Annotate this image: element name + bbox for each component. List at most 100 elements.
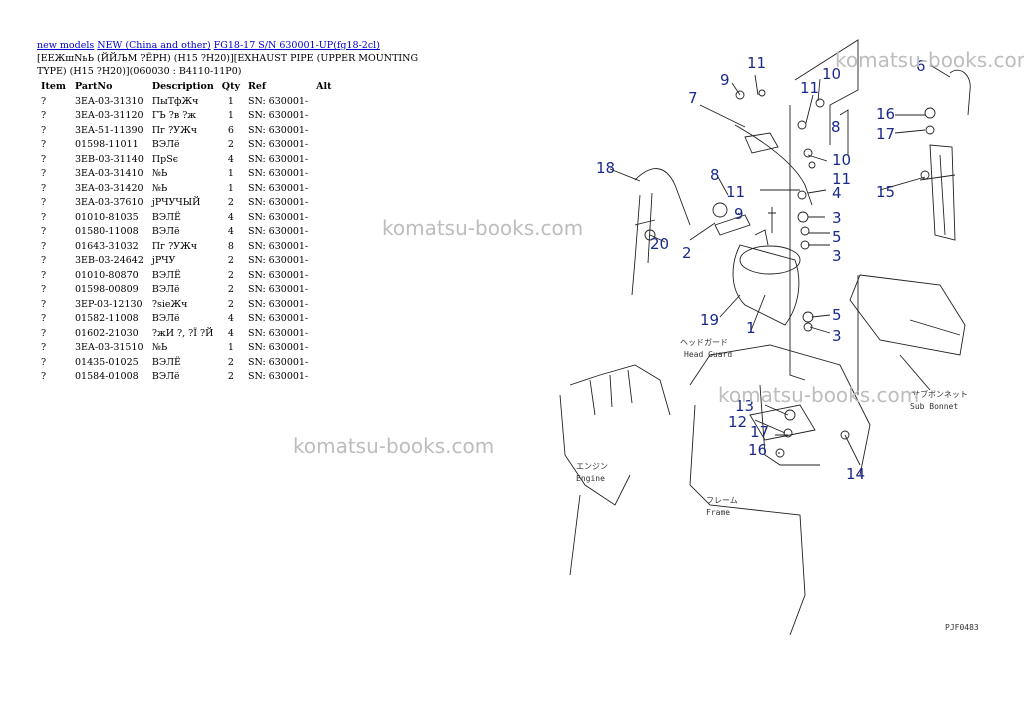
parts-table: Item PartNo Description Qty Ref Alt ?3EA… (37, 80, 336, 384)
cell-qty: 4 (227, 313, 234, 325)
cell-qty: 2 (227, 139, 234, 151)
callout-11d: 11 (726, 183, 745, 201)
breadcrumb: new models NEW (China and other) FG18-17… (37, 40, 380, 51)
watermark: komatsu-books.com (382, 216, 584, 240)
cell-alt (312, 210, 335, 225)
cell-ref: SN: 630001- (247, 284, 309, 296)
callout-11c: 11 (832, 170, 851, 188)
callout-3b: 3 (832, 247, 842, 265)
callout-8: 8 (831, 118, 841, 136)
frame-jp-label: フレーム (706, 496, 738, 505)
cell-qty: 1 (227, 95, 234, 107)
cell-qty: 2 (227, 298, 234, 310)
cell-qty: 2 (227, 356, 234, 368)
cell-partno: 3EA-03-31410 (75, 168, 144, 180)
callout-14: 14 (846, 465, 865, 483)
cell-partno: 01584-01008 (75, 371, 139, 383)
frame-label: Frame (706, 508, 730, 517)
breadcrumb-link-new-models[interactable]: new models (37, 40, 95, 51)
cell-ref: SN: 630001- (247, 356, 309, 368)
callout-3: 3 (832, 209, 842, 227)
cell-ref: SN: 630001- (247, 110, 309, 122)
cell-qty: 1 (227, 110, 234, 122)
column-header-partno: PartNo (75, 80, 113, 92)
cell-item: ? (41, 342, 47, 354)
watermark: komatsu-books.com (718, 383, 920, 407)
breadcrumb-link-model[interactable]: FG18-17 S/N 630001-UP(fg18-2cl) (213, 40, 380, 51)
cell-qty: 2 (227, 197, 234, 209)
cell-desc: ВЭЛё (151, 284, 180, 296)
callout-18: 18 (596, 159, 615, 177)
head-guard-jp-label: ヘッドガード (680, 337, 728, 347)
breadcrumb-link-new-china[interactable]: NEW (China and other) (97, 40, 211, 51)
head-guard-label: Head Guard (684, 350, 732, 359)
cell-qty: 8 (227, 240, 234, 252)
cell-item: ? (41, 197, 47, 209)
cell-desc: ?жИ ?, ?Ї ?Й (151, 327, 214, 339)
cell-desc: ВЭЛЁ (151, 356, 181, 368)
cell-alt (312, 138, 335, 153)
cell-partno: 3EB-03-31140 (75, 153, 144, 165)
cell-desc: ВЭЛЁ (151, 211, 181, 223)
cell-desc: ВЭЛё (151, 313, 180, 325)
callout-13: 13 (735, 397, 754, 415)
cell-alt (312, 297, 335, 312)
cell-ref: SN: 630001- (247, 139, 309, 151)
cell-partno: 3EA-03-37610 (75, 197, 144, 209)
cell-partno: 01010-80870 (75, 269, 139, 281)
cell-item: ? (41, 284, 47, 296)
sub-bonnet-jp-label: サブボンネット (912, 389, 968, 399)
cell-desc: №Ь (151, 182, 168, 194)
cell-desc: ПыТфЖч (151, 95, 199, 107)
callout-10b: 10 (832, 151, 851, 169)
callout-17b: 17 (750, 423, 769, 441)
callout-8b: 8 (710, 166, 720, 184)
cell-partno: 3EA-03-31310 (75, 95, 144, 107)
cell-item: ? (41, 168, 47, 180)
cell-alt (312, 167, 335, 182)
cell-ref: SN: 630001- (247, 298, 309, 310)
cell-item: ? (41, 124, 47, 136)
cell-item: ? (41, 95, 47, 107)
cell-item: ? (41, 153, 47, 165)
cell-ref: SN: 630001- (247, 226, 309, 238)
cell-alt (312, 94, 335, 109)
cell-item: ? (41, 139, 47, 151)
callout-11: 11 (747, 54, 766, 72)
cell-item: ? (41, 298, 47, 310)
cell-alt (312, 355, 335, 370)
callout-5: 5 (832, 228, 842, 246)
cell-partno: 01602-21030 (75, 327, 139, 339)
cell-desc: Пг ?УЖч (151, 124, 198, 136)
cell-alt (312, 109, 335, 124)
cell-alt (312, 239, 335, 254)
column-header-alt: Alt (316, 80, 332, 92)
cell-item: ? (41, 226, 47, 238)
cell-desc: ГЪ ?в ?ж (151, 110, 197, 122)
callout-16: 16 (876, 105, 895, 123)
callout-4: 4 (832, 184, 842, 202)
cell-ref: SN: 630001- (247, 313, 309, 325)
cell-partno: 01435-01025 (75, 356, 139, 368)
cell-qty: 1 (227, 168, 234, 180)
cell-partno: 3EA-03-31420 (75, 182, 144, 194)
cell-item: ? (41, 327, 47, 339)
exhaust-pipe-illustration: 11 9 10 6 7 11 16 8 17 18 8 10 11 4 15 1… (559, 39, 979, 636)
cell-partno: 01598-00809 (75, 284, 139, 296)
cell-desc: №Ь (151, 342, 168, 354)
cell-desc: ВЭЛё (151, 226, 180, 238)
cell-ref: SN: 630001- (247, 240, 309, 252)
callout-7: 7 (688, 89, 698, 107)
cell-qty: 1 (227, 342, 234, 354)
callout-10: 10 (822, 65, 841, 83)
